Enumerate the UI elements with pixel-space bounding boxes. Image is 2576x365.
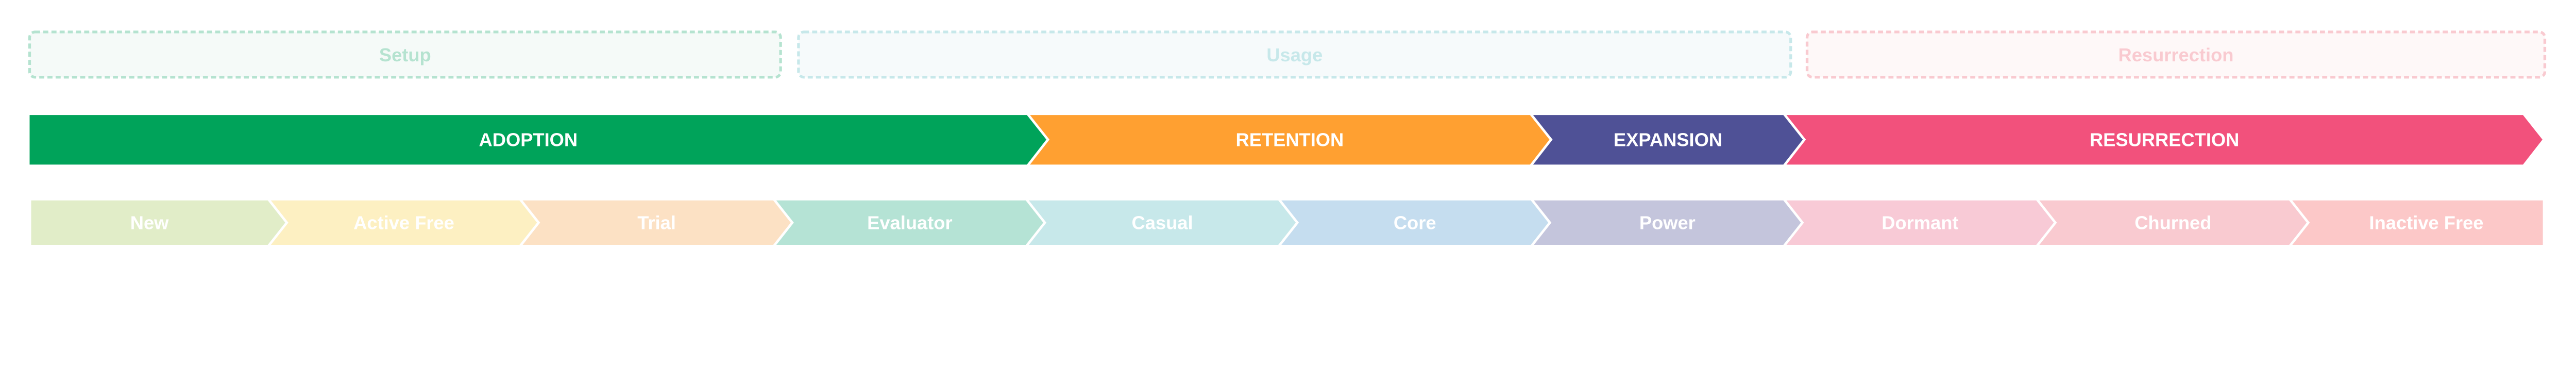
state-chevron (522, 200, 791, 245)
state-chevron (1281, 200, 1549, 245)
phase-setup: Setup (28, 30, 782, 79)
state-chevron (2039, 200, 2307, 245)
stage-label: RETENTION (1236, 129, 1344, 150)
state-churned: Churned (2039, 200, 2307, 245)
state-casual: Casual (1028, 200, 1296, 245)
lifecycle-diagram: Setup Usage Resurrection ADOPTION RETENTION… (28, 30, 2547, 245)
state-label: Evaluator (867, 212, 952, 233)
state-trial: Trial (522, 200, 791, 245)
state-chevron (2292, 200, 2543, 245)
state-inactive-free: Inactive Free (2292, 200, 2543, 245)
stage-expansion: EXPANSION (1533, 115, 1803, 165)
stage-label: EXPANSION (1614, 129, 1722, 150)
stage-retention: RETENTION (1030, 115, 1550, 165)
phase-label: Setup (379, 44, 431, 65)
state-chevron (1786, 200, 2054, 245)
state-label: Power (1639, 212, 1696, 233)
state-chevron (1534, 200, 1801, 245)
phase-box (1805, 30, 2547, 79)
state-label: Churned (2134, 212, 2211, 233)
state-dormant: Dormant (1786, 200, 2054, 245)
stage-chevron (1030, 115, 1550, 165)
phase-box (797, 30, 1792, 79)
stage-chevron (1786, 115, 2543, 165)
state-label: Core (1394, 212, 1436, 233)
stage-label: ADOPTION (479, 129, 578, 150)
phase-box (28, 30, 782, 79)
state-chevron (31, 200, 285, 245)
state-row: New Active Free Trial Evaluator Casual Core Po… (31, 200, 2543, 245)
state-core: Core (1281, 200, 1549, 245)
state-label: Inactive Free (2369, 212, 2484, 233)
state-label: Casual (1132, 212, 1193, 233)
stage-row: ADOPTION RETENTION EXPANSION RESURRECTION (29, 115, 2543, 165)
state-label: Active Free (353, 212, 454, 233)
state-new: New (31, 200, 285, 245)
stage-chevron (29, 115, 1046, 165)
phase-row: Setup Usage Resurrection (28, 30, 2547, 79)
state-label: New (130, 212, 169, 233)
stage-adoption: ADOPTION (29, 115, 1046, 165)
phase-label: Resurrection (2119, 44, 2234, 65)
state-chevron (1028, 200, 1296, 245)
state-active-free: Active Free (270, 200, 537, 245)
state-chevron (776, 200, 1043, 245)
phase-usage: Usage (797, 30, 1792, 79)
stage-chevron (1533, 115, 1803, 165)
state-power: Power (1534, 200, 1801, 245)
state-chevron (270, 200, 537, 245)
stage-label: RESURRECTION (2090, 129, 2239, 150)
state-evaluator: Evaluator (776, 200, 1043, 245)
phase-label: Usage (1266, 44, 1323, 65)
state-label: Dormant (1882, 212, 1958, 233)
stage-resurrection: RESURRECTION (1786, 115, 2543, 165)
state-label: Trial (637, 212, 676, 233)
phase-resurrection: Resurrection (1805, 30, 2547, 79)
